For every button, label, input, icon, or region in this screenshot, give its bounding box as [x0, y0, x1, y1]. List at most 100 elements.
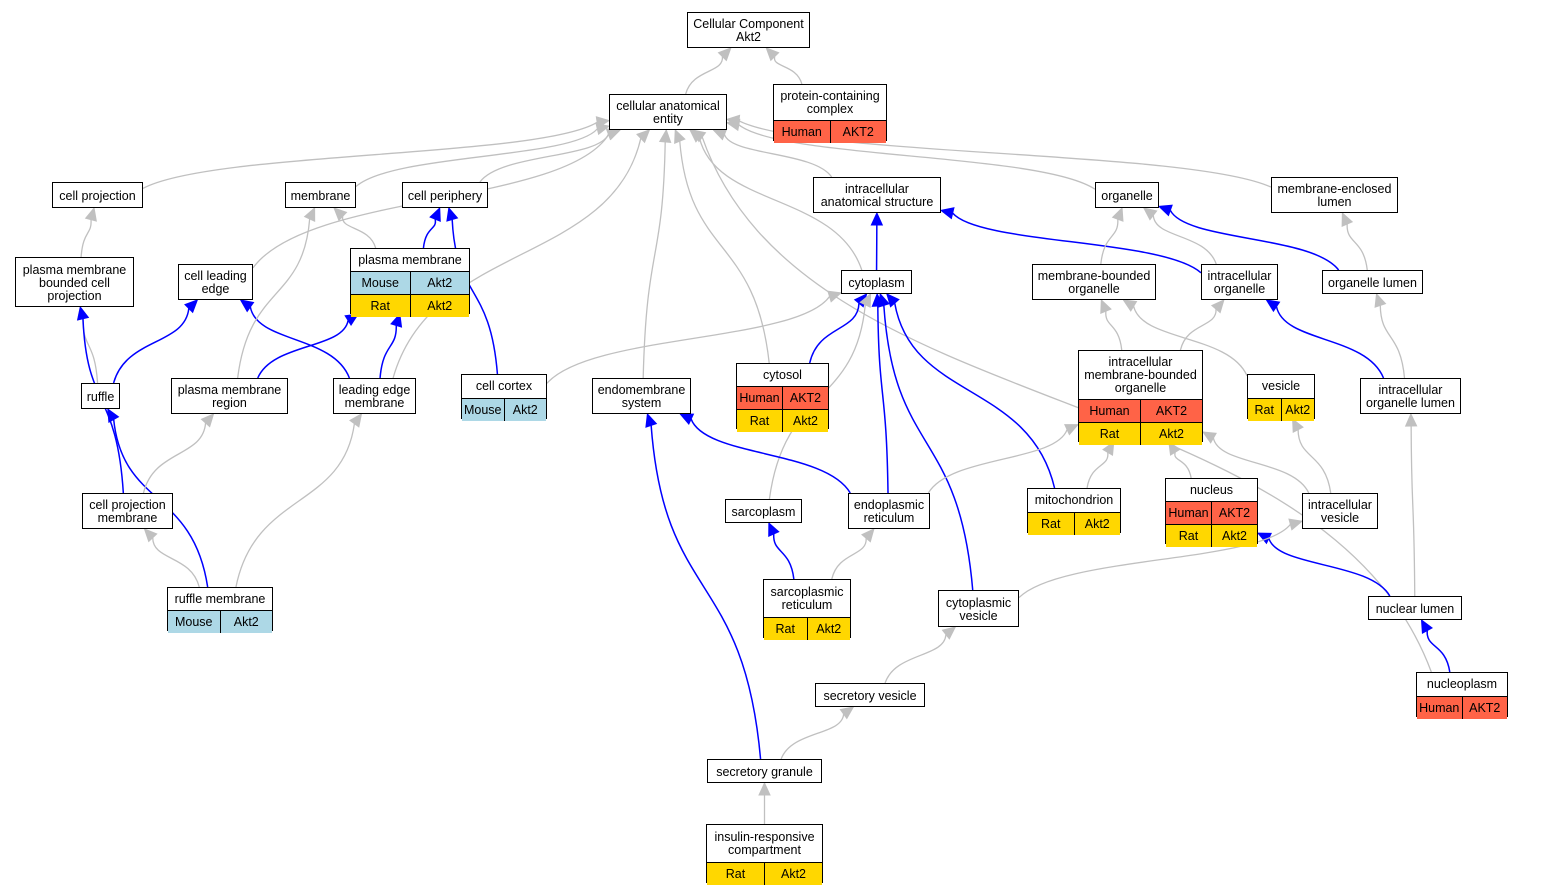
arrowhead [1210, 299, 1225, 314]
edge-is-a-mito-to-imbo [1086, 452, 1109, 489]
node-nuclear-lumen[interactable]: nuclear lumen [1368, 596, 1462, 620]
gene-cell: AKT2 [1211, 502, 1257, 524]
arrowhead [674, 128, 686, 144]
node-label: plasma membrane region [177, 383, 282, 410]
node-secretory-vesicle[interactable]: secretory vesicle [815, 683, 925, 707]
edge-is-a-sr-to-er [831, 538, 867, 580]
arrowhead [429, 206, 441, 222]
node-organelle[interactable]: organelle [1095, 182, 1159, 208]
edge-is-a-cellperiph-to-cae [479, 133, 609, 183]
node-cell-leading-edge[interactable]: cell leading edge [178, 264, 253, 300]
arrowhead [691, 129, 707, 143]
edge-part-of-cortex-to-cellperiph [451, 219, 499, 375]
edge-part-of-olumen-to-organelle [1169, 209, 1340, 271]
node-label: leading edge membrane [338, 383, 411, 410]
node-label: sarcoplasm [731, 504, 796, 519]
node-cell-projection-membrane[interactable]: cell projection membrane [82, 493, 173, 529]
edge-is-a-sg-to-sv [780, 713, 845, 760]
edge-part-of-sg-to-endo [650, 425, 762, 760]
species-cell: Human [781, 125, 822, 139]
node-membrane[interactable]: membrane [285, 182, 356, 208]
node-secretory-granule[interactable]: secretory granule [707, 759, 822, 783]
arrowhead [1288, 518, 1304, 531]
edge-is-a-endo-to-cae [642, 141, 666, 379]
arrowhead [595, 122, 611, 136]
gene-cell: Akt2 [806, 618, 851, 640]
species-cell: Rat [1099, 427, 1120, 441]
arrowhead [1404, 412, 1418, 427]
node-cytoplasmic-vesicle[interactable]: cytoplasmic vesicle [938, 590, 1019, 627]
gene-cell: Akt2 [1280, 399, 1315, 421]
node-cell-projection[interactable]: cell projection [52, 182, 143, 208]
node-membrane-enclosed-lumen[interactable]: membrane-enclosed lumen [1271, 177, 1398, 213]
node-label: nucleoplasm [1426, 677, 1498, 691]
species-cell: Human [739, 391, 780, 405]
arrowhead [768, 521, 780, 537]
node-label: cytoplasmic vesicle [945, 595, 1012, 623]
arrowhead [765, 47, 780, 62]
node-intracellular-organelle-lumen[interactable]: intracellular organelle lumen [1360, 378, 1461, 414]
edge-is-a-np-to-cae [701, 136, 1432, 673]
gene-cell: Akt2 [409, 272, 470, 294]
edge-part-of-pmr-to-pm [257, 320, 349, 379]
node-label: cell projection [59, 188, 136, 203]
node-cell-periphery[interactable]: cell periphery [402, 182, 488, 208]
node-label: mitochondrion [1034, 493, 1114, 507]
node-plasma-membrane-bounded-cell-projection[interactable]: plasma membrane bounded cell projection [15, 257, 134, 307]
edge-is-a-mbo-to-organelle [1100, 219, 1119, 265]
node-cytoplasm[interactable]: cytoplasm [841, 270, 912, 294]
node-ruffle[interactable]: ruffle [81, 383, 120, 409]
edge-is-a-cytoplasm-to-cae [698, 137, 863, 271]
edge-is-a-membrane-to-cae [355, 128, 598, 188]
arrowhead [349, 413, 363, 428]
edge-is-a-cae-to-root [685, 56, 724, 95]
arrowhead [859, 292, 872, 308]
node-label: plasma membrane [358, 252, 462, 267]
arrowhead [1157, 204, 1173, 217]
node-cellular-anatomical-entity[interactable]: cellular anatomical entity [609, 94, 727, 130]
node-sarcoplasm[interactable]: sarcoplasm [725, 499, 802, 523]
arrowhead [143, 528, 158, 543]
gene-cell: AKT2 [782, 387, 828, 409]
node-organelle-lumen[interactable]: organelle lumen [1322, 270, 1423, 294]
edge-part-of-mito-to-cytoplasm [893, 302, 1056, 489]
arrowhead [717, 47, 732, 62]
node-membrane-bounded-organelle[interactable]: membrane-bounded organelle [1032, 264, 1156, 300]
node-endomembrane-system[interactable]: endomembrane system [592, 378, 691, 414]
node-cellular-component-root[interactable]: Cellular Component Akt2 [687, 12, 810, 48]
species-cell: Mouse [174, 615, 213, 629]
node-intracellular-anatomical-structure[interactable]: intracellular anatomical structure [813, 177, 941, 213]
node-intracellular-vesicle[interactable]: intracellular vesicle [1302, 493, 1378, 529]
node-leading-edge-membrane[interactable]: leading edge membrane [333, 378, 416, 414]
arrowhead [886, 293, 900, 308]
node-label: cell periphery [407, 188, 483, 203]
node-intracellular-organelle[interactable]: intracellular organelle [1201, 264, 1278, 300]
node-endoplasmic-reticulum[interactable]: endoplasmic reticulum [848, 493, 930, 529]
edge-part-of-er-to-endo [690, 418, 851, 494]
edge-part-of-iol-to-io [1275, 306, 1385, 379]
node-plasma-membrane-region[interactable]: plasma membrane region [171, 378, 288, 414]
edge-is-a-pm-to-membrane [342, 216, 377, 249]
node-intracellular-membrane-bounded-organelle[interactable]: intracellular membrane-bounded organelle… [1078, 350, 1203, 445]
edge-is-a-iv-to-vesicle [1297, 429, 1332, 494]
arrowhead [679, 413, 695, 425]
